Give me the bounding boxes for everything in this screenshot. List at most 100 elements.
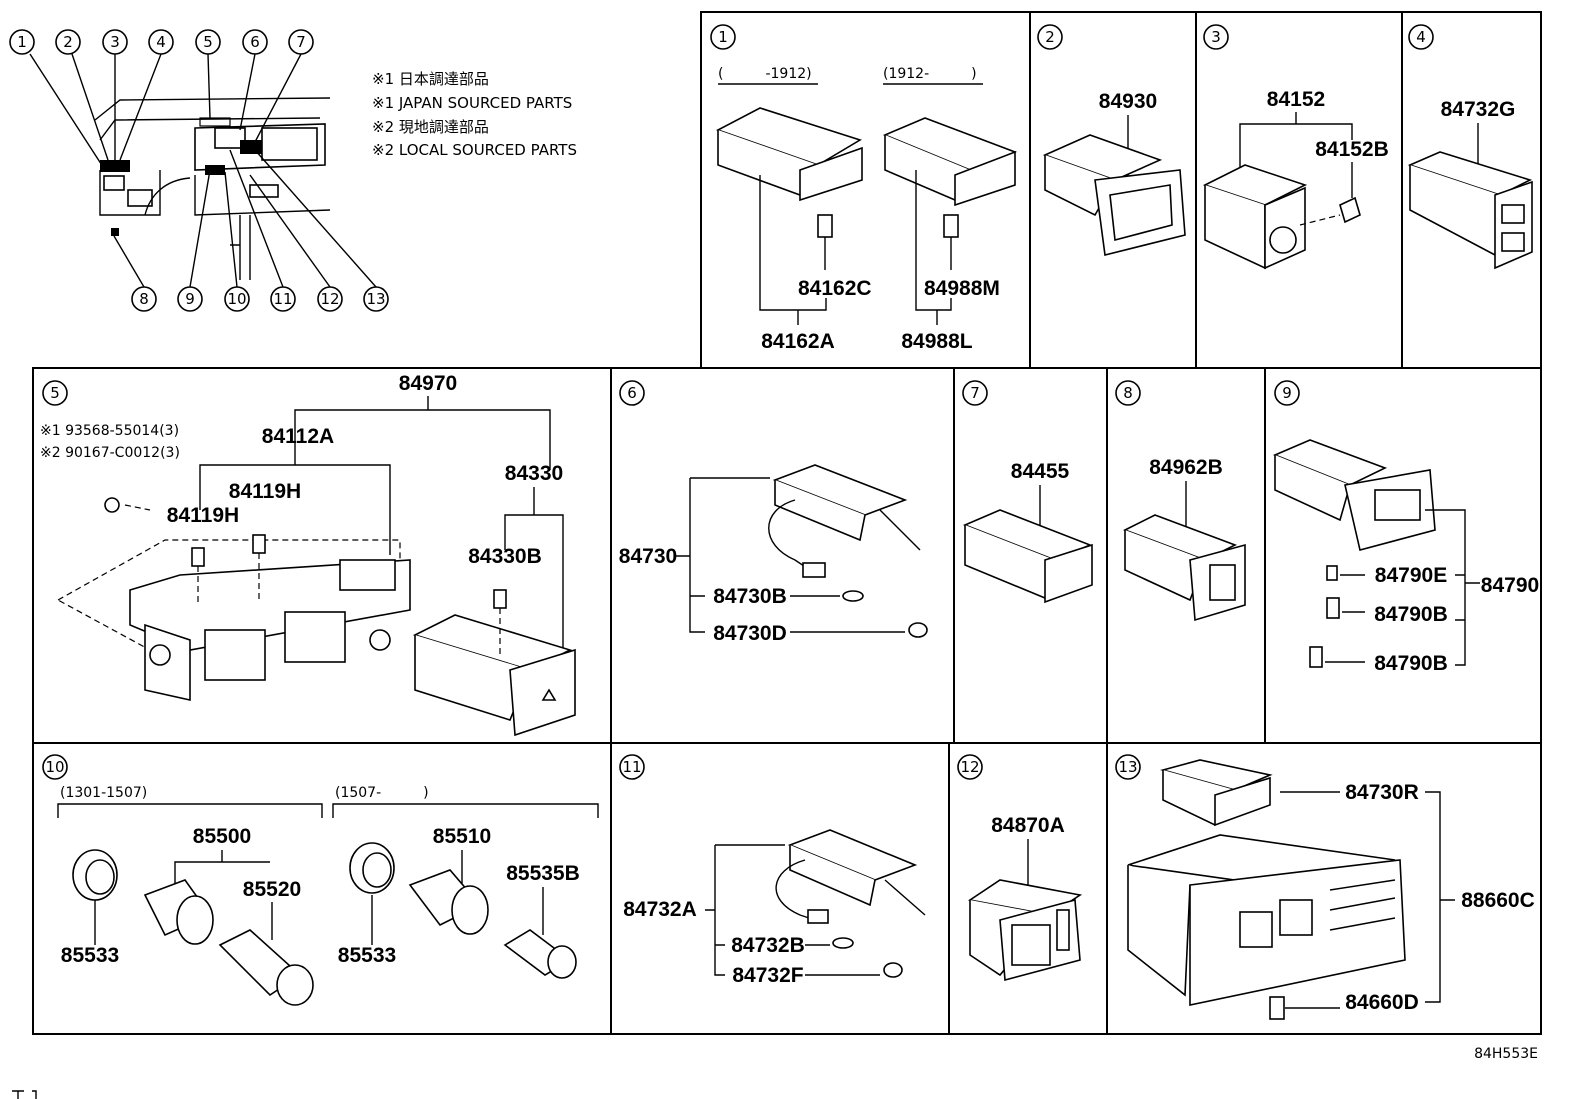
panel-6: 6 84730 84730B 84730D bbox=[619, 380, 928, 645]
svg-text:(1912- ): (1912- ) bbox=[883, 66, 977, 82]
svg-text:11: 11 bbox=[273, 290, 292, 308]
socket-ring-85533-b bbox=[349, 842, 395, 894]
svg-text:84930: 84930 bbox=[1099, 90, 1157, 113]
callout-10: 10 bbox=[224, 286, 250, 312]
svg-text:84988M: 84988M bbox=[924, 277, 1000, 300]
sourcing-notes: ※1 日本調達部品 ※1 JAPAN SOURCED PARTS ※2 現地調達… bbox=[372, 70, 577, 159]
callout-5: 5 bbox=[195, 29, 221, 55]
svg-text:5: 5 bbox=[203, 33, 213, 51]
pins-84119H bbox=[191, 534, 266, 605]
panel-8: 8 84962B bbox=[1115, 380, 1246, 622]
svg-text:10: 10 bbox=[45, 758, 64, 776]
svg-text:84112A: 84112A bbox=[262, 425, 334, 448]
svg-text:84732F: 84732F bbox=[732, 964, 803, 987]
callout-13: 13 bbox=[363, 286, 389, 312]
control-unit-88660C bbox=[1127, 834, 1406, 1006]
socket-85500 bbox=[143, 879, 214, 945]
svg-text:5: 5 bbox=[50, 384, 60, 402]
panel-10: 10 (1301-1507) (1507- ) 85500 85520 8553… bbox=[42, 754, 599, 1006]
callout-11: 11 bbox=[270, 286, 296, 312]
panel-11: 11 84732A 84732B 84732F bbox=[619, 754, 926, 987]
panel-4: 4 84732G bbox=[1407, 24, 1533, 270]
socket-85510 bbox=[408, 869, 489, 935]
svg-text:84790B: 84790B bbox=[1374, 603, 1448, 626]
svg-text:84962B: 84962B bbox=[1149, 456, 1223, 479]
panel-1: 1 ( -1912) (1912- ) 84162C 84162A 84988M… bbox=[710, 24, 1017, 353]
panel-2: 2 84930 bbox=[1037, 24, 1186, 256]
svg-text:84970: 84970 bbox=[399, 372, 457, 395]
panel-7: 7 84455 bbox=[962, 380, 1093, 604]
svg-text:85533: 85533 bbox=[61, 944, 119, 967]
svg-text:13: 13 bbox=[1118, 758, 1137, 776]
callout-1: 1 bbox=[9, 29, 35, 55]
svg-text:84455: 84455 bbox=[1011, 460, 1070, 483]
pin-84330B bbox=[493, 589, 507, 655]
svg-text:1: 1 bbox=[17, 33, 27, 51]
svg-text:84730B: 84730B bbox=[713, 585, 787, 608]
svg-text:※1 JAPAN SOURCED PARTS: ※1 JAPAN SOURCED PARTS bbox=[372, 94, 572, 112]
svg-text:85535B: 85535B bbox=[506, 862, 580, 885]
svg-text:7: 7 bbox=[970, 384, 980, 402]
panel-3: 3 84152 84152B bbox=[1202, 24, 1389, 270]
svg-text:( -1912): ( -1912) bbox=[718, 66, 812, 82]
svg-text:84790: 84790 bbox=[1481, 574, 1539, 597]
hazard-switch-84330 bbox=[412, 614, 576, 737]
illustration-code: 84H553E bbox=[1474, 1046, 1538, 1062]
overview-callouts-top: 1 2 3 4 5 6 7 bbox=[9, 29, 314, 55]
svg-text:88660C: 88660C bbox=[1461, 889, 1535, 912]
pin-84660D bbox=[1269, 996, 1340, 1020]
svg-text:84152B: 84152B bbox=[1315, 138, 1389, 161]
svg-text:84162C: 84162C bbox=[798, 277, 872, 300]
svg-text:84732G: 84732G bbox=[1441, 98, 1516, 121]
cap-85535B bbox=[503, 929, 577, 979]
svg-text:84162A: 84162A bbox=[761, 330, 835, 353]
svg-text:84152: 84152 bbox=[1267, 88, 1325, 111]
svg-text:4: 4 bbox=[1416, 28, 1426, 46]
page-corner-mark bbox=[12, 1090, 37, 1099]
bottom-panel-frame bbox=[32, 367, 1542, 1035]
svg-text:※2 90167-C0012(3): ※2 90167-C0012(3) bbox=[40, 445, 180, 461]
panel-12: 12 84870A bbox=[957, 754, 1083, 982]
callout-3: 3 bbox=[102, 29, 128, 55]
svg-text:10: 10 bbox=[227, 290, 246, 308]
svg-text:9: 9 bbox=[185, 290, 195, 308]
svg-text:13: 13 bbox=[366, 290, 385, 308]
callout-2: 2 bbox=[55, 29, 81, 55]
svg-text:※2 LOCAL SOURCED PARTS: ※2 LOCAL SOURCED PARTS bbox=[372, 141, 577, 159]
socket-ring-85533 bbox=[72, 849, 118, 901]
switch-assembly-84112A bbox=[129, 559, 411, 701]
plug-85520 bbox=[218, 929, 314, 1006]
svg-text:2: 2 bbox=[1045, 28, 1055, 46]
panel-9: 9 84790E 84790 84790B 84790B bbox=[1272, 380, 1539, 675]
pin-84162C bbox=[817, 214, 833, 270]
svg-text:12: 12 bbox=[960, 758, 979, 776]
svg-text:85520: 85520 bbox=[243, 878, 301, 901]
pin-84988M bbox=[943, 214, 959, 270]
svg-text:※2 現地調達部品: ※2 現地調達部品 bbox=[372, 118, 489, 136]
switch-part-84988L bbox=[882, 117, 1017, 207]
panel-5: 5 84970 ※1 93568-55014(3) ※2 90167-C0012… bbox=[40, 372, 576, 737]
svg-text:※1 93568-55014(3): ※1 93568-55014(3) bbox=[40, 423, 179, 439]
svg-text:9: 9 bbox=[1282, 384, 1292, 402]
svg-text:84790E: 84790E bbox=[1375, 564, 1447, 587]
svg-text:11: 11 bbox=[622, 758, 641, 776]
svg-text:84732A: 84732A bbox=[623, 898, 697, 921]
svg-text:6: 6 bbox=[627, 384, 637, 402]
overview-callouts-bottom: 8 9 10 11 12 13 bbox=[131, 286, 389, 312]
svg-text:84119H: 84119H bbox=[167, 504, 239, 527]
callout-7: 7 bbox=[288, 29, 314, 55]
svg-text:84119H: 84119H bbox=[229, 480, 301, 503]
svg-text:85510: 85510 bbox=[433, 825, 491, 848]
svg-text:(1507- ): (1507- ) bbox=[335, 785, 429, 801]
callout-8: 8 bbox=[131, 286, 157, 312]
svg-text:1: 1 bbox=[718, 28, 728, 46]
svg-text:7: 7 bbox=[296, 33, 306, 51]
callout-4: 4 bbox=[148, 29, 174, 55]
svg-text:8: 8 bbox=[1123, 384, 1133, 402]
svg-text:84730R: 84730R bbox=[1345, 781, 1419, 804]
svg-text:84730: 84730 bbox=[619, 545, 677, 568]
svg-text:8: 8 bbox=[139, 290, 149, 308]
screw bbox=[104, 497, 120, 513]
svg-text:85500: 85500 bbox=[193, 825, 251, 848]
